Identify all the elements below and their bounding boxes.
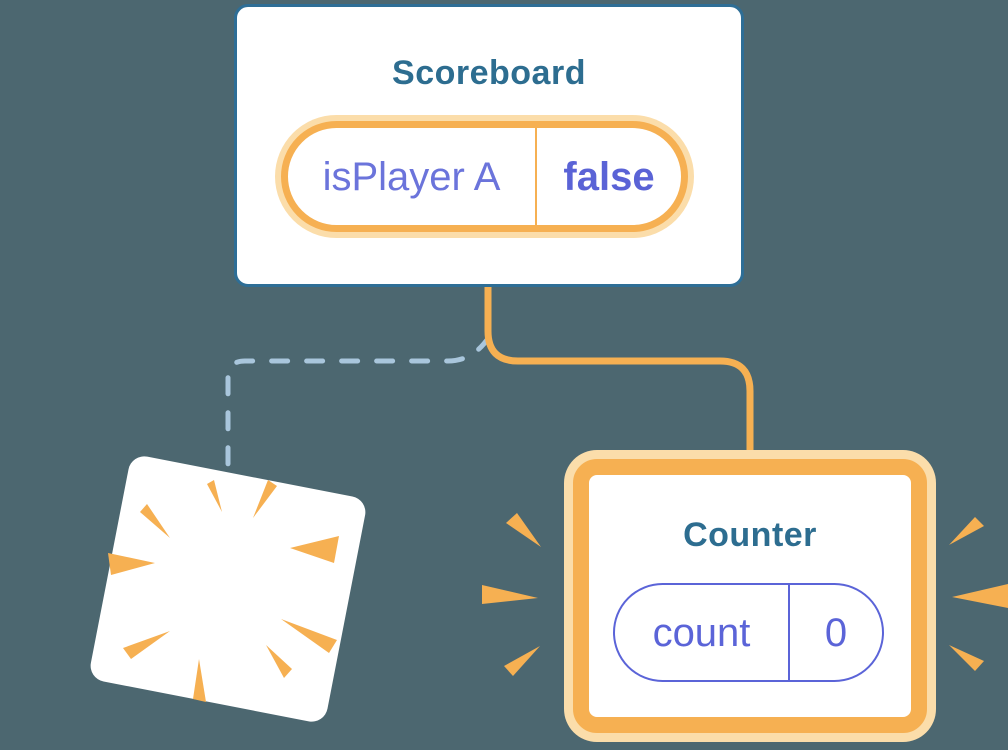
scoreboard-component-card: Scoreboard isPlayer A false <box>234 4 744 287</box>
scoreboard-title: Scoreboard <box>392 54 586 92</box>
state-label: isPlayer A <box>322 154 501 199</box>
state-value: 0 <box>824 610 848 655</box>
emphasis-burst-right-icon <box>949 517 1008 671</box>
pill-divider <box>788 585 790 680</box>
scoreboard-state-pill: isPlayer A false <box>281 121 688 232</box>
poof-burst-icon <box>108 480 339 702</box>
state-label: count <box>652 610 751 655</box>
destroyed-card-body <box>90 456 366 722</box>
state-value: false <box>563 154 655 199</box>
pill-divider <box>535 128 537 225</box>
counter-component-card: Counter count 0 <box>573 459 927 733</box>
active-connector-line <box>484 287 754 455</box>
counter-title: Counter <box>683 516 817 554</box>
counter-state-pill: count 0 <box>613 583 884 682</box>
destroyed-component-card <box>90 456 366 722</box>
emphasis-burst-left-icon <box>482 513 541 676</box>
dashed-connector-line <box>225 334 492 475</box>
